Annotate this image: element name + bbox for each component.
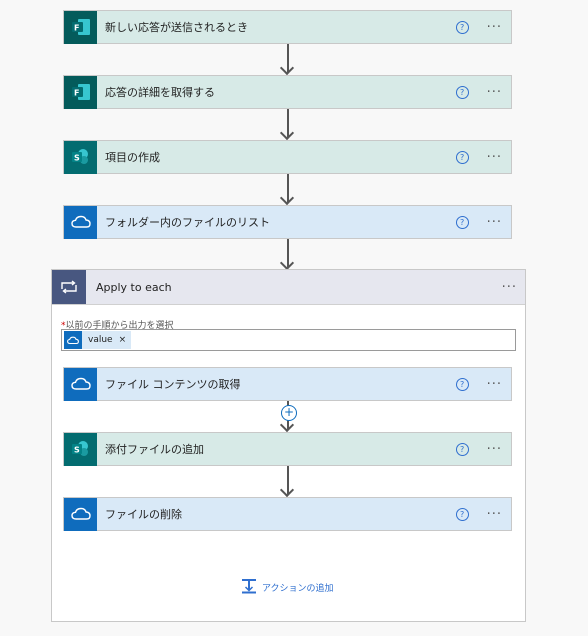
add-action-icon <box>241 578 257 597</box>
step-card-response-details[interactable]: F 応答の詳細を取得する ? ··· <box>63 75 512 109</box>
step-card-add-attachment[interactable]: S 添付ファイルの追加 ? ··· <box>63 432 512 466</box>
step-title: 新しい応答が送信されるとき <box>105 21 248 34</box>
field-label: *以前の手順から出力を選択 <box>61 318 174 331</box>
more-options-icon[interactable]: ··· <box>486 376 502 392</box>
more-options-icon[interactable]: ··· <box>486 214 502 230</box>
arrowhead <box>279 255 295 271</box>
sharepoint-icon: S <box>64 432 97 466</box>
onedrive-icon <box>64 497 97 531</box>
loop-icon <box>52 270 86 304</box>
step-title: 項目の作成 <box>105 151 160 164</box>
apply-to-each-header[interactable]: Apply to each ··· <box>52 270 525 305</box>
svg-text:S: S <box>74 446 80 455</box>
more-options-icon[interactable]: ··· <box>486 506 502 522</box>
step-card-new-response[interactable]: F 新しい応答が送信されるとき ? ··· <box>63 10 512 44</box>
step-card-create-item[interactable]: S 項目の作成 ? ··· <box>63 140 512 174</box>
help-icon[interactable]: ? <box>455 150 469 164</box>
help-icon[interactable]: ? <box>455 442 469 456</box>
help-icon[interactable]: ? <box>455 377 469 391</box>
step-card-get-file-content[interactable]: ファイル コンテンツの取得 ? ··· <box>63 367 512 401</box>
svg-text:S: S <box>74 154 80 163</box>
required-mark: * <box>61 321 66 331</box>
step-title: 添付ファイルの追加 <box>105 443 204 456</box>
connector-arrow <box>287 174 289 202</box>
arrowhead <box>279 190 295 206</box>
help-icon[interactable]: ? <box>455 507 469 521</box>
help-icon[interactable]: ? <box>455 215 469 229</box>
step-title: 応答の詳細を取得する <box>105 86 215 99</box>
token-label: value <box>88 335 113 345</box>
arrowhead <box>279 60 295 76</box>
sharepoint-icon: S <box>64 140 97 174</box>
field-label-text: 以前の手順から出力を選択 <box>65 321 174 331</box>
forms-icon: F <box>64 10 97 44</box>
add-action-label: アクションの追加 <box>262 584 334 594</box>
onedrive-icon <box>64 205 97 239</box>
insert-step-button[interactable]: + <box>281 405 297 421</box>
arrowhead <box>279 125 295 141</box>
connector-arrow <box>287 239 289 267</box>
onedrive-icon <box>64 367 97 401</box>
forms-icon: F <box>64 75 97 109</box>
step-card-list-files[interactable]: フォルダー内のファイルのリスト ? ··· <box>63 205 512 239</box>
help-icon[interactable]: ? <box>455 20 469 34</box>
onedrive-icon <box>64 331 82 349</box>
more-options-icon[interactable]: ··· <box>501 279 517 295</box>
connector-arrow <box>287 109 289 137</box>
step-title: ファイルの削除 <box>105 508 182 521</box>
svg-text:F: F <box>74 89 79 98</box>
connector-arrow <box>287 466 289 494</box>
help-icon[interactable]: ? <box>455 85 469 99</box>
step-card-delete-file[interactable]: ファイルの削除 ? ··· <box>63 497 512 531</box>
step-title: フォルダー内のファイルのリスト <box>105 216 270 229</box>
remove-token-icon[interactable]: × <box>118 335 127 345</box>
apply-to-each-title: Apply to each <box>96 280 172 294</box>
more-options-icon[interactable]: ··· <box>486 441 502 457</box>
svg-text:F: F <box>74 24 79 33</box>
more-options-icon[interactable]: ··· <box>486 149 502 165</box>
connector-arrow <box>287 44 289 72</box>
more-options-icon[interactable]: ··· <box>486 19 502 35</box>
previous-output-field[interactable]: value × <box>61 329 516 351</box>
more-options-icon[interactable]: ··· <box>486 84 502 100</box>
step-title: ファイル コンテンツの取得 <box>105 378 241 391</box>
dynamic-content-token[interactable]: value × <box>64 331 132 349</box>
add-action-button[interactable]: アクションの追加 <box>241 578 334 597</box>
